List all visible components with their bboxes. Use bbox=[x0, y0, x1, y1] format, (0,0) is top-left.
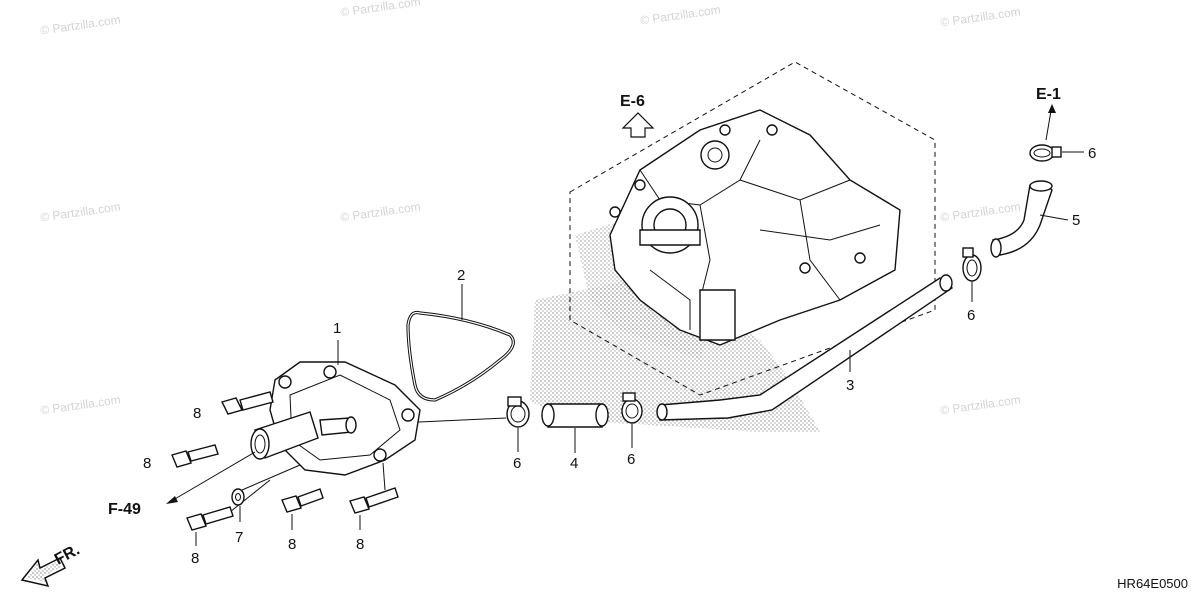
svg-text:2: 2 bbox=[457, 267, 465, 284]
part-6-clamp-center-right: 6 bbox=[621, 392, 643, 468]
svg-text:F-49: F-49 bbox=[108, 501, 141, 518]
part-6-clamp-right: 6 bbox=[962, 247, 982, 324]
svg-text:8: 8 bbox=[191, 550, 199, 567]
bolt-8-a: 8 bbox=[193, 391, 274, 422]
svg-text:8: 8 bbox=[193, 405, 201, 422]
part-3-pipe: 3 bbox=[656, 274, 954, 421]
svg-text:E-1: E-1 bbox=[1036, 86, 1061, 103]
svg-text:E-6: E-6 bbox=[620, 93, 645, 110]
svg-text:3: 3 bbox=[846, 377, 854, 394]
svg-text:7: 7 bbox=[235, 529, 243, 546]
svg-text:6: 6 bbox=[513, 455, 521, 472]
svg-text:8: 8 bbox=[356, 536, 364, 553]
part-6-clamp-center-left: 6 bbox=[506, 396, 530, 472]
ref-f49: F-49 bbox=[108, 451, 256, 518]
part-4-hose: 4 bbox=[541, 403, 609, 472]
ref-e1: E-1 bbox=[1036, 86, 1061, 141]
engine-case bbox=[609, 109, 901, 346]
svg-text:6: 6 bbox=[967, 307, 975, 324]
ref-e6: E-6 bbox=[620, 93, 655, 138]
part-1-water-pump-cover: 1 bbox=[250, 320, 421, 476]
part-6-clamp-top: 6 bbox=[1029, 144, 1096, 162]
svg-text:1: 1 bbox=[333, 320, 341, 337]
diagram-code: HR64E0500 bbox=[1117, 576, 1188, 591]
front-direction-arrow: FR. bbox=[20, 541, 83, 588]
part-7-washer: 7 bbox=[231, 464, 301, 546]
part-2-gasket: 2 bbox=[406, 267, 515, 402]
svg-text:8: 8 bbox=[288, 536, 296, 553]
svg-text:6: 6 bbox=[627, 451, 635, 468]
svg-text:4: 4 bbox=[570, 455, 578, 472]
svg-text:8: 8 bbox=[143, 455, 151, 472]
bolt-8-e: 8 bbox=[349, 462, 399, 553]
bolt-8-d: 8 bbox=[281, 488, 324, 553]
part-5-hose: 5 bbox=[990, 180, 1080, 258]
bolt-8-b: 8 bbox=[143, 444, 219, 472]
svg-text:5: 5 bbox=[1072, 212, 1080, 229]
svg-text:6: 6 bbox=[1088, 145, 1096, 162]
bolt-8-c: 8 bbox=[186, 479, 271, 567]
engine-case-outline bbox=[569, 61, 936, 396]
